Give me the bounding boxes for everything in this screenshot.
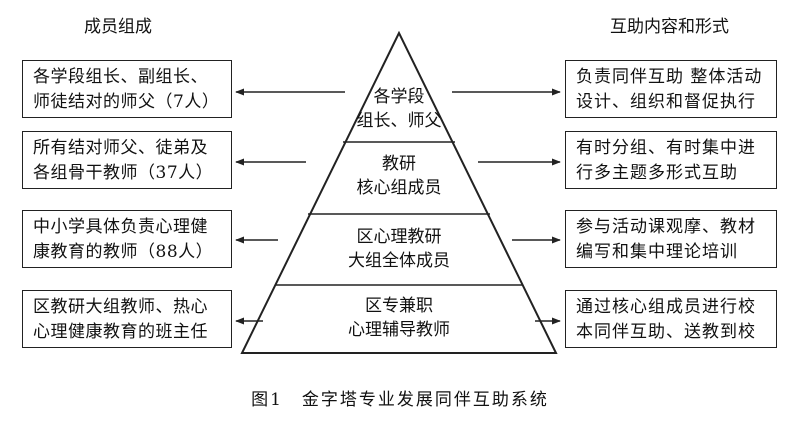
pyramid-tier-2-line-1: 教研 <box>382 154 416 174</box>
members-box-2-line-1: 所有结对师父、徒弟及 <box>33 138 208 158</box>
members-box-4-line-2: 心理健康教育的班主任 <box>33 322 208 342</box>
content-box-3: 参与活动课观摩、教材 编写和集中理论培训 <box>565 210 777 268</box>
members-box-1: 各学段组长、副组长、 师徒结对的师父（7人） <box>22 60 232 118</box>
pyramid-tier-1-line-1: 各学段 <box>373 87 425 107</box>
pyramid-tier-4: 区专兼职 心理辅导教师 <box>299 294 499 342</box>
content-box-4: 通过核心组成员进行校 本同伴互助、送教到校 <box>565 290 777 348</box>
pyramid-tier-3-line-1: 区心理教研 <box>356 227 442 247</box>
pyramid-outline <box>240 30 558 354</box>
content-box-2: 有时分组、有时集中进 行多主题多形式互助 <box>565 131 777 189</box>
pyramid-tier-3: 区心理教研 大组全体成员 <box>309 225 489 273</box>
content-box-3-line-1: 参与活动课观摩、教材 <box>576 217 756 237</box>
content-box-1-line-2: 设计、组织和督促执行 <box>576 92 756 112</box>
content-box-1-line-1: 负责同伴互助 整体活动 <box>576 67 763 87</box>
content-box-4-line-1: 通过核心组成员进行校 <box>576 297 756 317</box>
content-box-2-line-2: 行多主题多形式互助 <box>576 163 738 183</box>
pyramid-tier-2-line-2: 核心组成员 <box>356 178 442 198</box>
pyramid-tier-1-line-2: 组长、师父 <box>356 111 442 131</box>
pyramid-tier-2: 教研 核心组成员 <box>319 152 479 200</box>
pyramid-tier-4-line-2: 心理辅导教师 <box>348 320 450 340</box>
content-box-3-line-2: 编写和集中理论培训 <box>576 242 738 262</box>
members-box-3: 中小学具体负责心理健 康教育的教师（88人） <box>22 210 232 268</box>
members-box-3-line-1: 中小学具体负责心理健 <box>33 217 208 237</box>
pyramid-tier-4-line-1: 区专兼职 <box>365 296 433 316</box>
members-box-4: 区教研大组教师、热心 心理健康教育的班主任 <box>22 290 232 348</box>
content-box-4-line-2: 本同伴互助、送教到校 <box>576 322 756 342</box>
figure-caption: 图1 金字塔专业发展同伴互助系统 <box>251 390 549 410</box>
members-box-4-line-1: 区教研大组教师、热心 <box>33 297 208 317</box>
content-box-2-line-1: 有时分组、有时集中进 <box>576 138 756 158</box>
members-box-1-line-1: 各学段组长、副组长、 <box>33 67 208 87</box>
pyramid-tier-3-line-2: 大组全体成员 <box>348 251 450 271</box>
content-box-1: 负责同伴互助 整体活动 设计、组织和督促执行 <box>565 60 777 118</box>
heading-members: 成员组成 <box>84 17 152 37</box>
heading-content-form: 互助内容和形式 <box>610 17 729 37</box>
pyramid-tier-1: 各学段 组长、师父 <box>339 85 459 133</box>
members-box-1-line-2: 师徒结对的师父（7人） <box>33 92 220 112</box>
members-box-2-line-2: 各组骨干教师（37人） <box>33 163 214 183</box>
members-box-2: 所有结对师父、徒弟及 各组骨干教师（37人） <box>22 131 232 189</box>
members-box-3-line-2: 康教育的教师（88人） <box>33 242 214 262</box>
